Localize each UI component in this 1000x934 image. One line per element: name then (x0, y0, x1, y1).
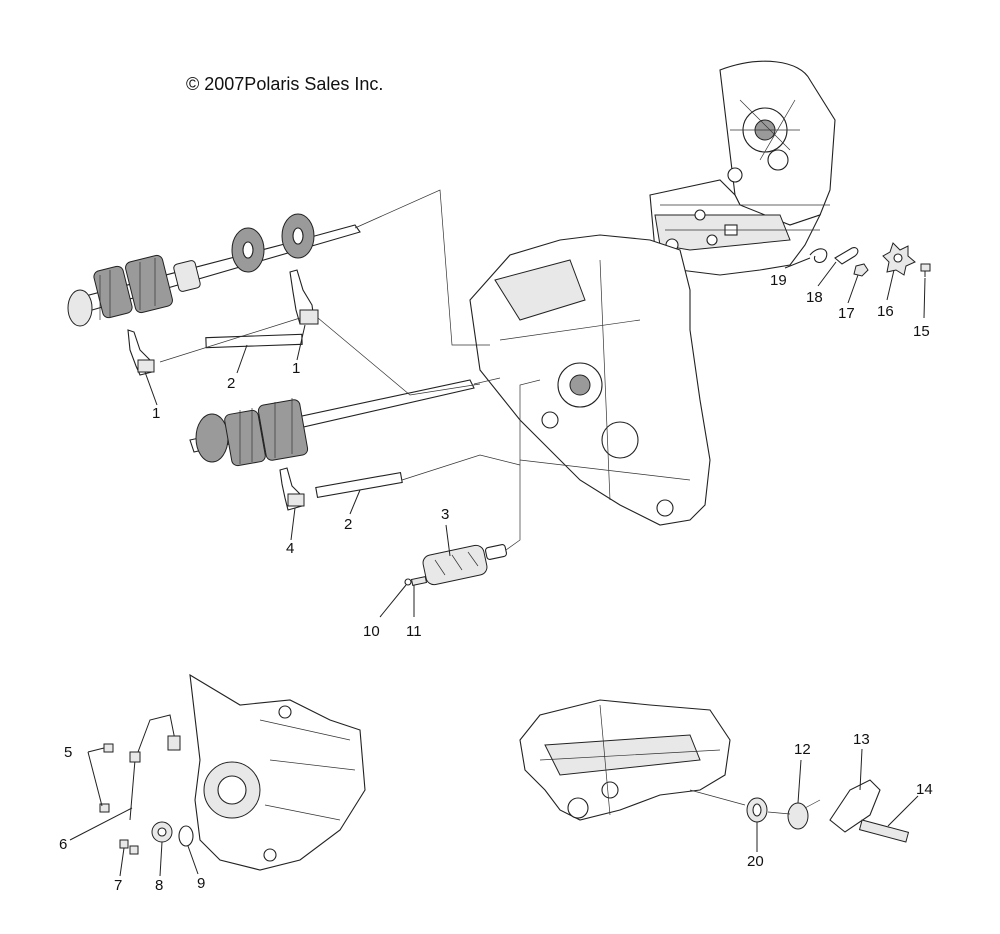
part-2-shift-rod-lower (315, 471, 403, 499)
part-13-shift-lever (829, 779, 881, 833)
callout-9: 9 (197, 875, 205, 892)
part-20-bushing (746, 797, 768, 823)
part-3-shift-drum (422, 544, 508, 586)
part-1-shift-fork-right (289, 269, 319, 325)
center-crankcase-half (469, 234, 711, 526)
callout-6: 6 (59, 836, 67, 853)
part-9-o-ring (178, 825, 194, 847)
callout-18: 18 (806, 289, 823, 306)
callout-1-right: 1 (292, 360, 300, 377)
part-4-shift-fork-lower (279, 467, 305, 511)
callout-2-upper: 2 (227, 375, 235, 392)
part-5-bolts (99, 743, 114, 813)
part-6-sensor-harness (129, 714, 181, 821)
callout-leader-lines (69, 257, 926, 877)
callout-15: 15 (913, 323, 930, 340)
part-16-star-cam (882, 242, 916, 276)
callout-1-left: 1 (152, 405, 160, 422)
copyright-notice: © 2007Polaris Sales Inc. (186, 74, 384, 94)
input-shaft-gear-cluster (189, 379, 475, 467)
callout-2-lower: 2 (344, 516, 352, 533)
assembly-leader-lines (159, 189, 541, 551)
callout-labels: 1 1 2 2 3 4 5 6 7 8 9 10 11 12 13 14 15 … (59, 272, 933, 894)
callout-20: 20 (747, 853, 764, 870)
callout-4: 4 (286, 540, 294, 557)
callout-14: 14 (916, 781, 933, 798)
part-12-return-spring (787, 799, 821, 830)
part-19-spring-clip (809, 248, 828, 264)
callout-12: 12 (794, 741, 811, 758)
callout-5: 5 (64, 744, 72, 761)
part-10-11-pin-spring (404, 576, 428, 586)
part-15-bolt (920, 263, 931, 277)
part-8-gear-position-sensor (151, 821, 173, 843)
callout-16: 16 (877, 303, 894, 320)
callout-13: 13 (853, 731, 870, 748)
lower-right-leader-lines (689, 789, 791, 815)
callout-10: 10 (363, 623, 380, 640)
callout-19: 19 (770, 272, 787, 289)
callout-7: 7 (114, 877, 122, 894)
callout-3: 3 (441, 506, 449, 523)
right-crankcase-view (519, 699, 731, 821)
part-1-shift-fork-left (127, 329, 155, 376)
left-crankcase-view (189, 673, 366, 871)
callout-8: 8 (155, 877, 163, 894)
part-14-shift-shaft (858, 819, 910, 843)
part-2-shift-rod-upper (205, 333, 303, 349)
callout-11: 11 (406, 623, 422, 640)
output-shaft-gear-cluster (67, 213, 361, 327)
part-7-bolts (119, 839, 139, 855)
crankcase-cover-assembly (649, 60, 836, 276)
part-18-lever (834, 247, 859, 265)
callout-17: 17 (838, 305, 855, 322)
part-17-nut (853, 263, 869, 277)
